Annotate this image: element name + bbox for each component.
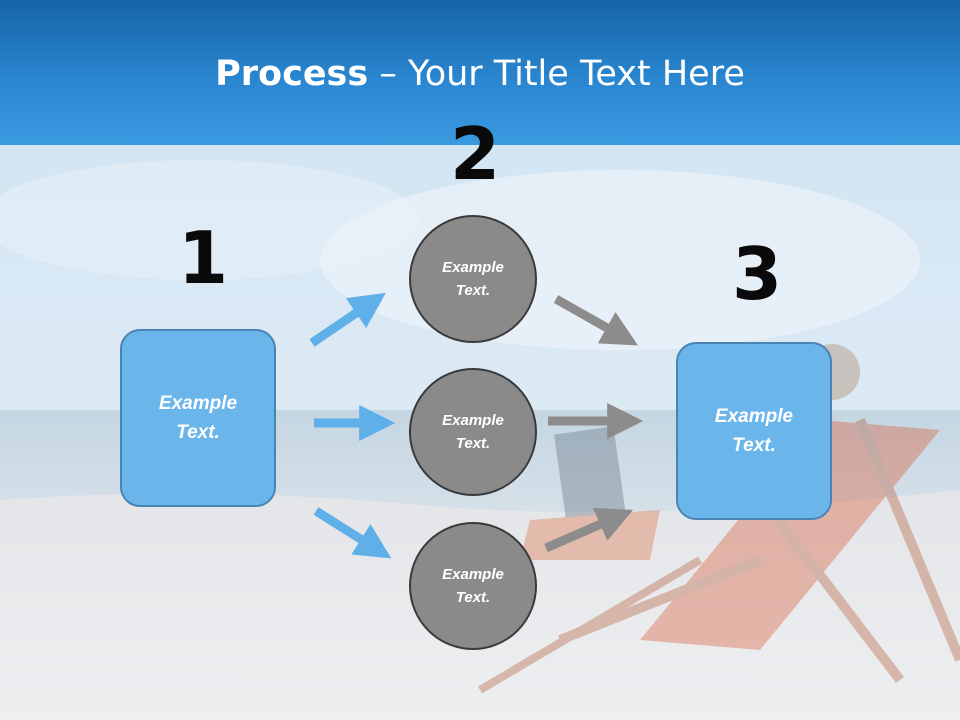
step-2-circle-top[interactable]: Example Text.: [409, 215, 537, 343]
step-1-box[interactable]: Example Text.: [120, 329, 276, 507]
step-2-circle-middle[interactable]: Example Text.: [409, 368, 537, 496]
step-3-box[interactable]: Example Text.: [676, 342, 832, 520]
title-bar: Process – Your Title Text Here: [0, 0, 960, 145]
step-1-text: Example Text.: [158, 393, 238, 443]
title-rest: – Your Title Text Here: [368, 54, 745, 94]
step-number-3: 3: [732, 232, 783, 316]
step-2-circle-bottom[interactable]: Example Text.: [409, 522, 537, 650]
title-bold: Process: [215, 54, 369, 94]
step-2-circle-bottom-text: Example Text.: [442, 566, 504, 606]
step-2-circle-top-text: Example Text.: [442, 259, 504, 299]
step-number-2: 2: [450, 112, 501, 196]
step-number-1: 1: [178, 216, 229, 300]
step-2-circle-middle-text: Example Text.: [442, 412, 504, 452]
step-3-text: Example Text.: [714, 406, 794, 456]
slide-title: Process – Your Title Text Here: [0, 52, 960, 96]
